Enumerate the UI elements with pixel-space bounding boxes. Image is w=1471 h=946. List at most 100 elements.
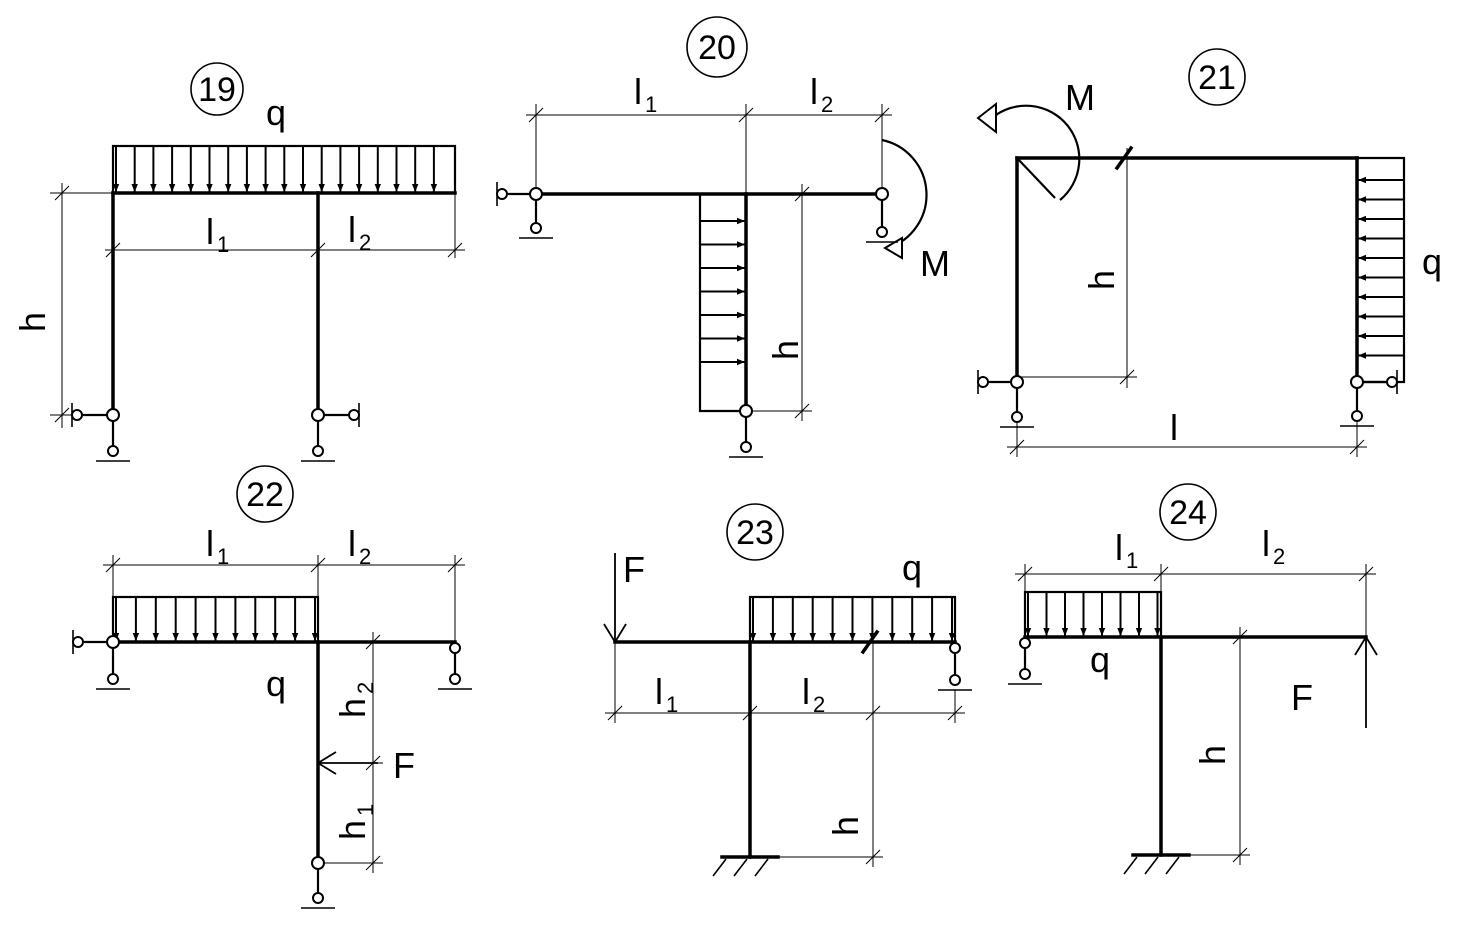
dimension-h: h xyxy=(746,184,812,421)
support-pin-left xyxy=(496,182,553,239)
frame-members xyxy=(534,192,884,413)
dimension-h: h xyxy=(12,183,113,428)
moment-label-M: M xyxy=(920,243,950,284)
distributed-load-q xyxy=(1023,590,1163,639)
svg-text:h: h xyxy=(332,820,373,840)
svg-text:l: l xyxy=(1170,407,1178,448)
distributed-load-q xyxy=(111,595,320,644)
svg-text:2: 2 xyxy=(813,692,825,717)
scheme-20: 20 l 1 l 2 h xyxy=(496,16,950,458)
support-roller-right xyxy=(938,642,972,691)
moment-M: M xyxy=(976,77,1095,201)
force-label-F: F xyxy=(623,549,645,590)
frame-members xyxy=(111,191,457,417)
load-label-q: q xyxy=(266,663,286,704)
svg-text:1: 1 xyxy=(1126,548,1138,573)
support-roller-left xyxy=(1008,637,1042,685)
scheme-19: 19 q l 1 l 2 h xyxy=(12,62,465,462)
dimension-h: h xyxy=(1161,627,1250,865)
dimension-h1-h2: h 2 h 1 xyxy=(318,632,383,873)
scheme-number-circle xyxy=(1188,48,1246,106)
svg-text:2: 2 xyxy=(821,92,833,117)
distributed-load-q xyxy=(111,144,457,195)
svg-text:l: l xyxy=(348,209,356,250)
scheme-number: 23 xyxy=(736,514,774,552)
svg-text:l: l xyxy=(206,211,214,252)
svg-text:h: h xyxy=(1081,270,1122,290)
frame-members xyxy=(1015,145,1359,384)
dimension-l1-l2: l 1 l 2 xyxy=(605,642,965,723)
force-F: F xyxy=(1291,635,1378,728)
moment-label-M: M xyxy=(1065,77,1095,118)
load-label-q: q xyxy=(266,92,286,133)
scheme-22: 22 q F l 1 l 2 xyxy=(72,465,472,909)
support-roller-right xyxy=(866,187,898,243)
scheme-number: 22 xyxy=(246,476,284,514)
force-F: F xyxy=(603,549,645,644)
scheme-number: 21 xyxy=(1198,59,1236,97)
dimension-l1-l2: l 1 l 2 xyxy=(526,71,892,194)
svg-text:l: l xyxy=(348,523,356,564)
frame-members xyxy=(613,629,957,859)
svg-text:1: 1 xyxy=(645,92,657,117)
support-roller-right xyxy=(438,642,472,690)
svg-text:2: 2 xyxy=(1273,544,1285,569)
svg-text:2: 2 xyxy=(353,682,378,694)
dimension-l1-l2: l 1 l 2 xyxy=(1015,523,1376,637)
support-fixed xyxy=(1123,853,1191,875)
svg-text:l: l xyxy=(810,71,818,112)
scheme-number-circle xyxy=(190,62,244,116)
frame-members xyxy=(111,640,457,865)
svg-text:h: h xyxy=(1192,745,1233,765)
scheme-number-circle xyxy=(1159,483,1217,541)
dimension-h: h xyxy=(1017,148,1137,388)
frame-members xyxy=(1023,635,1368,857)
scheme-24: 24 q F l 1 l 2 xyxy=(1008,483,1378,875)
force-label-F: F xyxy=(393,745,415,786)
dimension-l1-l2: l 1 l 2 xyxy=(103,523,465,642)
svg-text:1: 1 xyxy=(217,544,229,569)
support-roller-bottom xyxy=(301,856,335,909)
force-label-F: F xyxy=(1291,677,1313,718)
scheme-number: 19 xyxy=(198,71,236,109)
support-pin-right xyxy=(301,403,360,462)
support-pin-left xyxy=(71,403,130,462)
scheme-number: 24 xyxy=(1169,494,1207,532)
svg-text:1: 1 xyxy=(353,804,378,816)
dimension-l: l xyxy=(1007,407,1367,457)
svg-text:2: 2 xyxy=(359,230,371,255)
svg-text:1: 1 xyxy=(217,232,229,257)
support-pin-left xyxy=(72,630,130,690)
svg-text:2: 2 xyxy=(359,544,371,569)
svg-text:l: l xyxy=(634,71,642,112)
svg-text:l: l xyxy=(802,671,810,712)
distributed-load-horizontal xyxy=(698,192,746,413)
svg-text:l: l xyxy=(655,671,663,712)
scheme-number-circle xyxy=(726,503,784,561)
scheme-21: 21 q M h l xyxy=(976,48,1442,457)
support-pin-right xyxy=(1340,370,1398,427)
scheme-number-circle xyxy=(236,465,294,523)
svg-text:h: h xyxy=(825,816,866,836)
load-label-q: q xyxy=(1090,639,1110,680)
dimension-l1: l 1 l 2 xyxy=(105,193,465,258)
scheme-number-circle xyxy=(686,16,748,78)
svg-text:h: h xyxy=(12,312,53,332)
svg-text:h: h xyxy=(765,340,806,360)
dimension-h: h xyxy=(750,642,883,867)
svg-text:l: l xyxy=(206,523,214,564)
scheme-23: 23 F q l 1 l 2 xyxy=(603,503,972,877)
load-label-q: q xyxy=(902,547,922,588)
moment-M: M xyxy=(881,138,950,284)
svg-text:l: l xyxy=(1115,527,1123,568)
svg-text:h: h xyxy=(332,698,373,718)
scheme-number: 20 xyxy=(698,29,736,67)
force-F: F xyxy=(316,745,415,786)
support-pin-left xyxy=(977,370,1034,428)
svg-text:1: 1 xyxy=(666,692,678,717)
distributed-load-q xyxy=(748,595,957,644)
support-fixed xyxy=(712,855,780,877)
distributed-load-q xyxy=(1357,156,1406,384)
load-label-q: q xyxy=(1422,241,1442,282)
